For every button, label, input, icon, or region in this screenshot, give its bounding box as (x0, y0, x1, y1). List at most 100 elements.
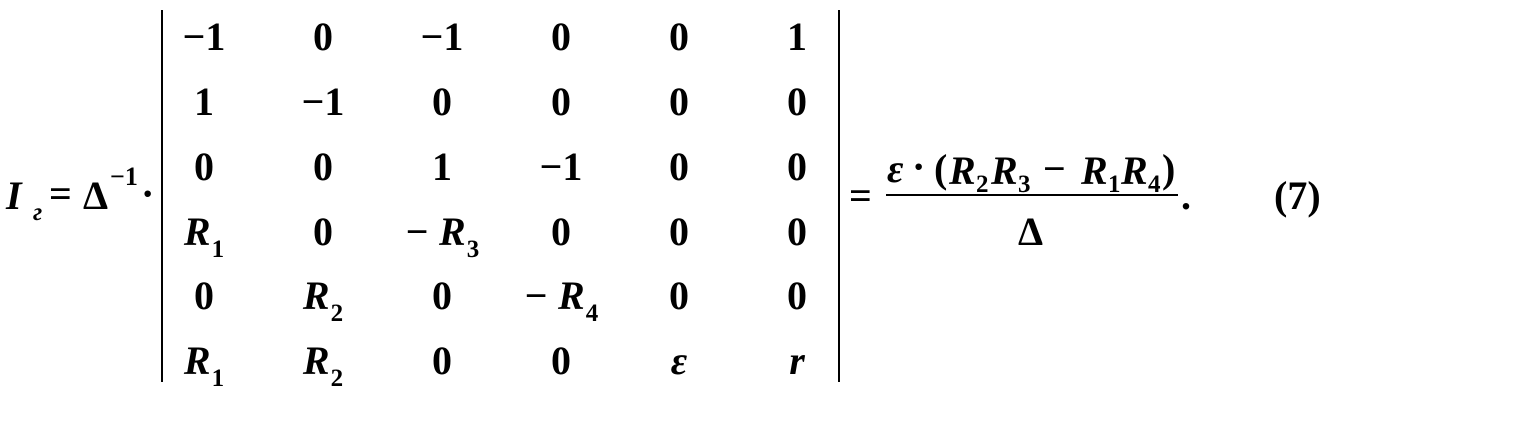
equation-number: (7) (1274, 173, 1321, 218)
matrix-value: 0 (194, 273, 214, 318)
matrix-cell-r4-c2: 0 (264, 208, 382, 258)
matrix-cell-r5-c2: R2 (264, 272, 382, 327)
matrix-value: 1 (432, 144, 452, 189)
matrix-cell-r6-c2: R2 (264, 337, 382, 392)
close-paren: ) (1162, 146, 1176, 191)
matrix-value: 0 (432, 338, 452, 383)
lhs-equals-sign: = (49, 171, 72, 216)
matrix-cell-r1-c1: −1 (145, 13, 263, 63)
matrix-cell-r1-c6: 1 (738, 13, 856, 63)
matrix-subscript: 4 (585, 300, 599, 327)
matrix-cell-r6-c1: R1 (145, 337, 263, 392)
matrix-cell-r3-c6: 0 (738, 143, 856, 193)
matrix-value: 0 (669, 209, 689, 254)
matrix-subscript: 1 (211, 365, 225, 392)
matrix-cell-r3-c2: 0 (264, 143, 382, 193)
matrix-value: 0 (194, 144, 214, 189)
matrix-subscript: 1 (211, 236, 225, 263)
matrix-value: 0 (669, 144, 689, 189)
matrix-value: 0 (432, 273, 452, 318)
matrix-value: R (302, 273, 330, 318)
matrix-value: 0 (669, 273, 689, 318)
matrix-value: 0 (551, 338, 571, 383)
numerator-minus: − (1043, 146, 1066, 191)
matrix-subscript: 3 (466, 236, 480, 263)
matrix-value: 0 (787, 144, 807, 189)
matrix-value: ε (670, 338, 688, 383)
matrix-value: 1 (194, 79, 214, 124)
matrix-cell-r4-c5: 0 (620, 208, 738, 258)
matrix-value: R (302, 338, 330, 383)
final-period: . (1181, 173, 1191, 218)
rhs-equals-sign: = (849, 173, 872, 218)
matrix-cell-r6-c5: ε (620, 337, 738, 387)
resistor-r2: R (949, 148, 976, 193)
matrix-value: 0 (313, 144, 333, 189)
matrix-cell-r1-c4: 0 (502, 13, 620, 63)
matrix-value: 0 (551, 79, 571, 124)
matrix-value: 0 (787, 79, 807, 124)
emf-symbol: ε (887, 146, 904, 191)
delta-exponent: −1 (110, 162, 138, 191)
matrix-subscript: 2 (330, 365, 344, 392)
current-symbol: I (6, 173, 22, 218)
fraction-bar (886, 194, 1178, 196)
determinant-right-bar (838, 10, 840, 382)
matrix-cell-r5-c1: 0 (145, 272, 263, 322)
resistor-r4: R (1121, 148, 1148, 193)
matrix-cell-r2-c5: 0 (620, 78, 738, 128)
open-paren: ( (934, 146, 948, 191)
matrix-cell-r3-c4: −1 (502, 143, 620, 193)
matrix-cell-r4-c6: 0 (738, 208, 856, 258)
delta-symbol: Δ (83, 173, 109, 218)
matrix-value: 0 (551, 209, 571, 254)
matrix-value: 0 (787, 209, 807, 254)
matrix-cell-r2-c3: 0 (383, 78, 501, 128)
matrix-value: −1 (420, 14, 464, 59)
matrix-value: 1 (787, 14, 807, 59)
matrix-value: −1 (301, 79, 345, 124)
matrix-cell-r1-c2: 0 (264, 13, 382, 63)
resistor-r3-subscript: 3 (1018, 171, 1031, 198)
fraction-denominator-delta: Δ (1018, 209, 1044, 254)
matrix-value: r (789, 338, 805, 383)
resistor-r2-subscript: 2 (976, 171, 989, 198)
matrix-cell-r1-c5: 0 (620, 13, 738, 63)
matrix-cell-r5-c4: − R4 (502, 272, 620, 327)
matrix-cell-r4-c3: − R3 (383, 208, 501, 263)
matrix-subscript: 2 (330, 300, 344, 327)
determinant-left-bar (161, 10, 163, 382)
matrix-cell-r2-c6: 0 (738, 78, 856, 128)
resistor-r4-subscript: 4 (1148, 171, 1161, 198)
matrix-value: −1 (182, 14, 226, 59)
matrix-cell-r4-c1: R1 (145, 208, 263, 263)
resistor-r1-subscript: 1 (1108, 171, 1121, 198)
current-subscript: г (33, 199, 43, 226)
matrix-value: 0 (669, 14, 689, 59)
matrix-cell-r5-c3: 0 (383, 272, 501, 322)
matrix-cell-r2-c4: 0 (502, 78, 620, 128)
matrix-value: 0 (313, 14, 333, 59)
matrix-cell-r2-c1: 1 (145, 78, 263, 128)
matrix-cell-r1-c3: −1 (383, 13, 501, 63)
matrix-value: − R (523, 273, 585, 318)
matrix-value: R (183, 209, 211, 254)
numerator-dot: · (912, 144, 926, 189)
matrix-cell-r5-c6: 0 (738, 272, 856, 322)
matrix-cell-r5-c5: 0 (620, 272, 738, 322)
matrix-cell-r6-c6: r (738, 337, 856, 387)
matrix-cell-r2-c2: −1 (264, 78, 382, 128)
matrix-value: 0 (551, 14, 571, 59)
matrix-value: 0 (313, 209, 333, 254)
multiplication-dot: · (141, 171, 155, 216)
matrix-cell-r3-c5: 0 (620, 143, 738, 193)
resistor-r1: R (1081, 148, 1108, 193)
matrix-cell-r3-c1: 0 (145, 143, 263, 193)
matrix-value: − R (404, 209, 466, 254)
matrix-value: R (183, 338, 211, 383)
matrix-value: −1 (539, 144, 583, 189)
matrix-cell-r4-c4: 0 (502, 208, 620, 258)
matrix-cell-r6-c3: 0 (383, 337, 501, 387)
matrix-value: 0 (669, 79, 689, 124)
